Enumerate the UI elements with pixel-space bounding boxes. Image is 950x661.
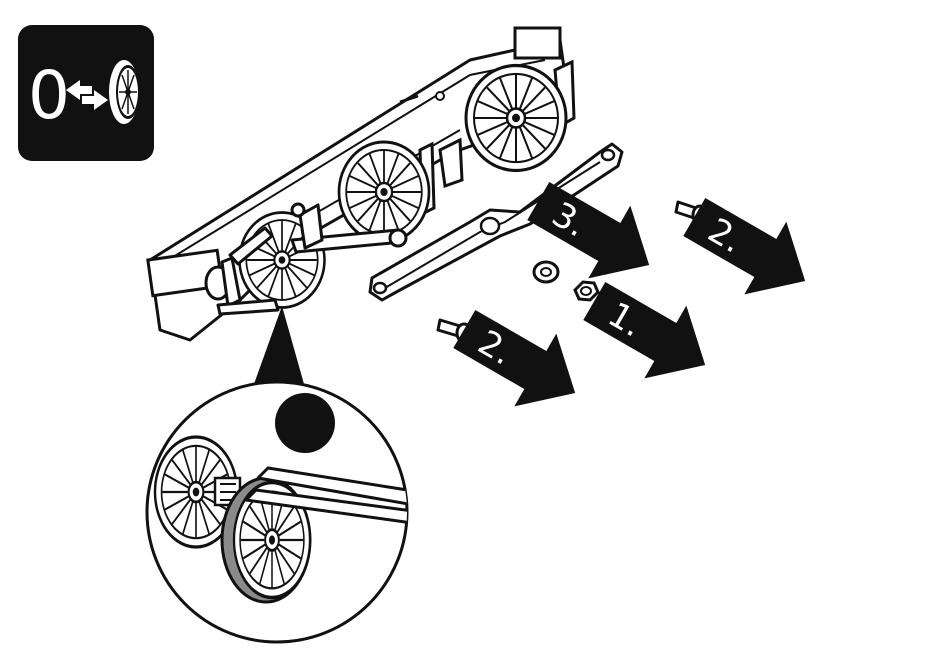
detail-callout-pointer — [254, 306, 304, 384]
black-dot-marker — [275, 393, 335, 453]
wheel-removal-detail — [147, 382, 420, 642]
crank-pin-nut-hex — [575, 282, 598, 300]
badge-label: 0 — [28, 57, 70, 134]
step-2-lower-arrow: 2. — [443, 293, 596, 430]
wheel-swap-badge: 0 — [18, 25, 154, 161]
middle-driving-wheel — [339, 142, 429, 242]
step-2-upper-arrow: 2. — [673, 181, 826, 318]
rear-driving-wheel — [466, 66, 566, 171]
crank-pin-nut-washer — [534, 262, 558, 282]
